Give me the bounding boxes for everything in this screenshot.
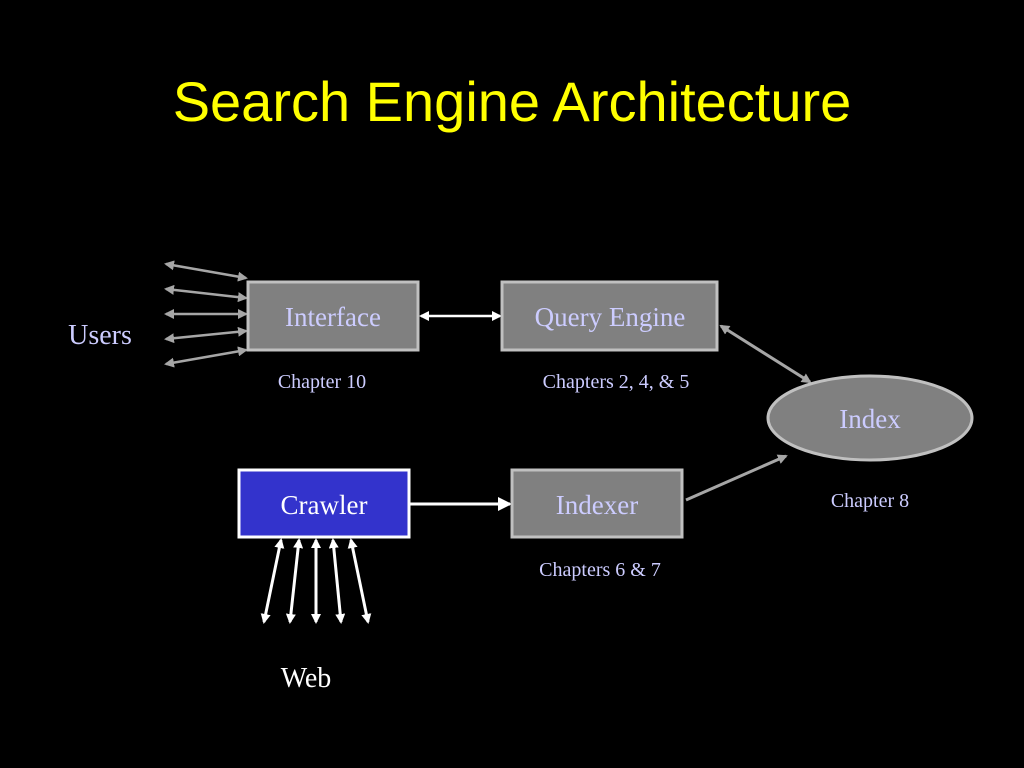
index-caption: Chapter 8 (831, 490, 909, 512)
slide-title: Search Engine Architecture (172, 70, 852, 133)
index-ellipse (766, 374, 974, 462)
web-arrow (347, 538, 372, 624)
users-arrows (164, 260, 248, 368)
interface-node: Interface (246, 280, 420, 352)
index-label: Index (839, 404, 901, 434)
indexer-node: Indexer (510, 468, 684, 539)
interface-box (246, 280, 420, 352)
crawler-box (237, 468, 411, 539)
users-arrow (164, 346, 248, 368)
web-arrow (260, 538, 285, 624)
indexer-label: Indexer (556, 490, 638, 520)
query-engine-label: Query Engine (535, 302, 686, 332)
users-label: Users (68, 320, 132, 351)
web-arrow (285, 538, 304, 624)
query-engine-node: Query Engine (500, 280, 719, 352)
indexer-caption: Chapters 6 & 7 (539, 559, 661, 581)
crawler-node: Crawler (237, 468, 411, 539)
query-engine-index-arrow (719, 324, 812, 384)
web-arrow (328, 538, 346, 624)
interface-caption: Chapter 10 (278, 371, 366, 393)
web-label: Web (281, 663, 332, 694)
index-node: Index (766, 374, 974, 462)
web-arrows (260, 538, 372, 624)
indexer-index-arrow (685, 454, 788, 502)
query-engine-caption: Chapters 2, 4, & 5 (543, 371, 690, 393)
users-arrow (164, 284, 248, 303)
users-arrow (164, 260, 248, 282)
indexer-box (510, 468, 684, 539)
query-engine-box (500, 280, 719, 352)
crawler-label: Crawler (281, 490, 368, 520)
interface-label: Interface (285, 302, 381, 332)
users-arrow (164, 326, 248, 344)
